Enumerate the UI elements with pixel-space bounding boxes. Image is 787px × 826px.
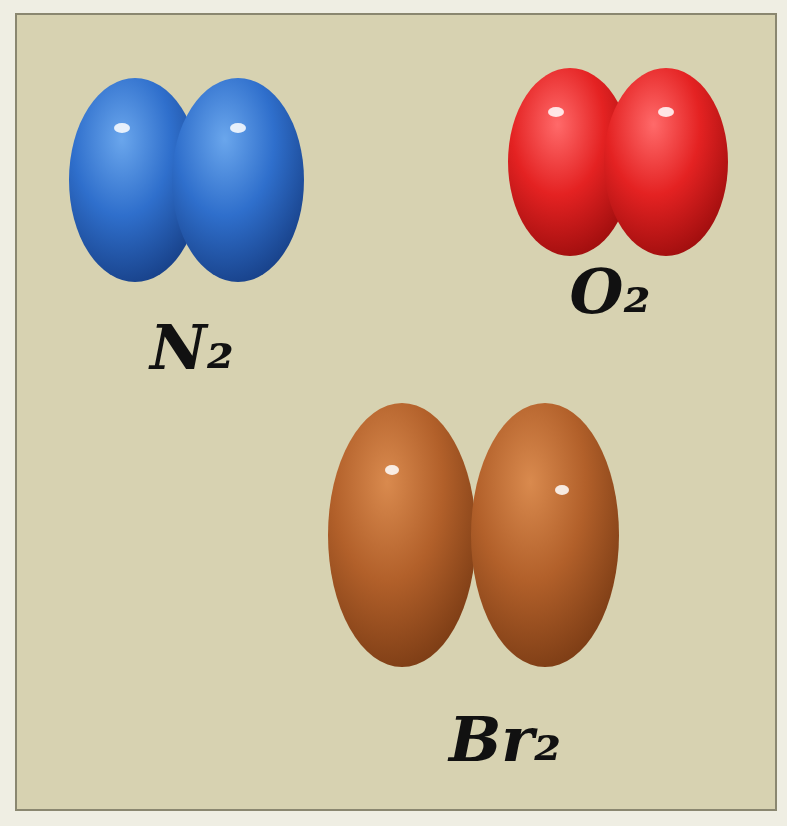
formula-label: N₂ — [150, 317, 234, 379]
formula-label: Br₂ — [449, 709, 561, 771]
panel — [16, 14, 776, 810]
br2-molecule — [328, 403, 619, 667]
n2-molecule — [69, 78, 304, 282]
formula-label: O₂ — [569, 261, 650, 323]
o2-molecule — [508, 68, 728, 256]
